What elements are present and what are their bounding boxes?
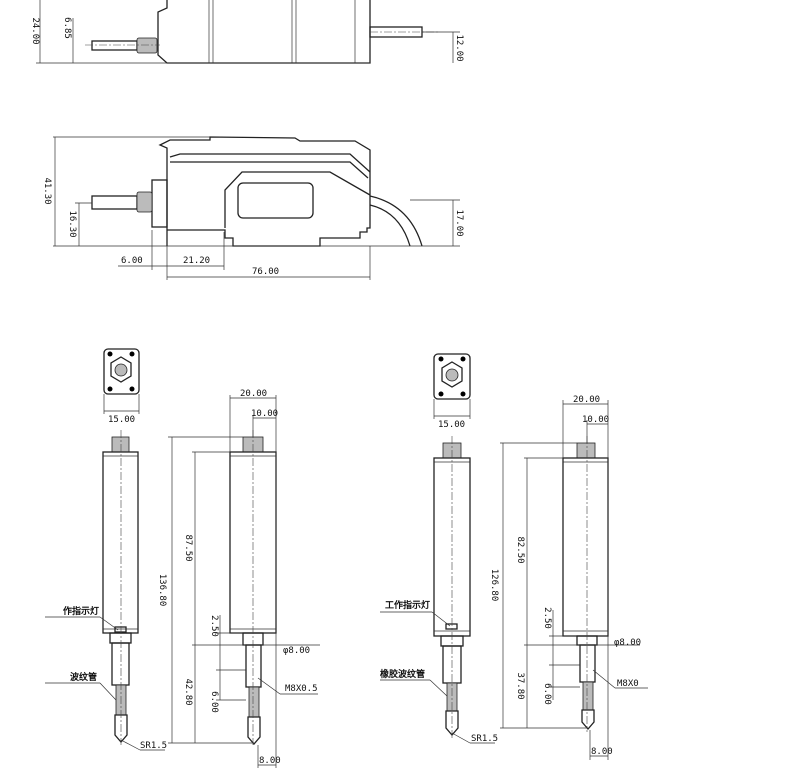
thread-length: 6.00 (542, 683, 552, 705)
step-length: 2.50 (209, 615, 219, 637)
label-tip-radius: SR1.5 (471, 734, 498, 744)
amplifier-side-view: 41.30 16.30 17.00 6.00 21.20 76.00 (42, 136, 464, 280)
tip-width: 8.00 (259, 756, 281, 766)
amplifier-top-view: 24.00 6.85 12.00 (30, 0, 464, 64)
width: 20.00 (240, 389, 267, 399)
diameter: φ8.00 (614, 638, 641, 648)
sensor-a-drawing: 15.00 作指示灯 波纹管 SR1.5 20.00 10.00 (45, 348, 320, 768)
step-length: 2.50 (542, 607, 552, 629)
dim-connector-height: 6.85 (62, 17, 72, 39)
label-tip-radius: SR1.5 (140, 741, 167, 751)
half-width: 10.00 (582, 415, 609, 425)
stroke-length: 37.80 (515, 672, 525, 699)
width: 20.00 (573, 395, 600, 405)
total-length: 126.80 (489, 569, 499, 602)
thread-spec: M8X0 (617, 679, 639, 689)
tip-width: 8.00 (591, 747, 613, 757)
label-bellows: 波纹管 (70, 671, 97, 683)
dim-length: 76.00 (252, 267, 279, 277)
thread-length: 6.00 (209, 691, 219, 713)
thread-spec: M8X0.5 (285, 684, 318, 694)
dim-height: 24.00 (30, 17, 40, 44)
total-length: 136.80 (157, 574, 167, 607)
label-indicator-light: 工作指示灯 (385, 599, 430, 611)
body-length: 87.50 (183, 534, 193, 561)
stroke-length: 42.80 (183, 678, 193, 705)
diameter: φ8.00 (283, 646, 310, 656)
half-width: 10.00 (251, 409, 278, 419)
dim-connector-height: 16.30 (67, 210, 77, 237)
dim-cable-height: 17.00 (454, 209, 464, 236)
label-indicator-light: 作指示灯 (63, 605, 99, 617)
sensor-b-drawing: 15.00 工作指示灯 橡胶波纹管 SR1.5 20.00 10.00 (380, 353, 648, 760)
face-width: 15.00 (438, 420, 465, 430)
dim-offset: 6.00 (121, 256, 143, 266)
label-bellows: 橡胶波纹管 (380, 668, 425, 680)
face-width: 15.00 (108, 415, 135, 425)
dim-rail-offset: 21.20 (183, 256, 210, 266)
body-length: 82.50 (515, 536, 525, 563)
dim-cable-height: 12.00 (454, 34, 464, 61)
dim-height: 41.30 (42, 177, 52, 204)
